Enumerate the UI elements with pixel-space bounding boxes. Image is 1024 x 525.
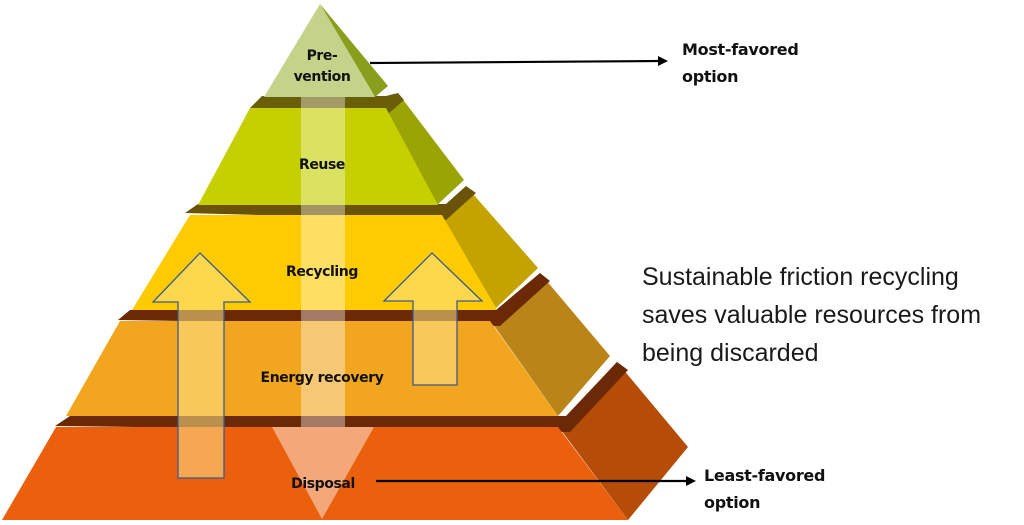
layer-prevention-front bbox=[264, 4, 375, 97]
layer-prevention bbox=[264, 4, 388, 97]
caption-line-3: being discarded bbox=[642, 339, 819, 367]
layer-reuse bbox=[198, 93, 464, 205]
label-reuse: Reuse bbox=[299, 157, 345, 173]
layer-prevention-side bbox=[320, 4, 388, 97]
caption-line-2: saves valuable resources from bbox=[642, 301, 981, 329]
least-favored-arrowhead-icon bbox=[686, 476, 696, 486]
least-favored-label-line-2: option bbox=[704, 493, 760, 512]
pointer-arrows bbox=[369, 56, 696, 486]
layer-reuse-front bbox=[198, 108, 438, 205]
label-disposal: Disposal bbox=[291, 476, 355, 492]
label-prevention-line-1: Pre- bbox=[307, 48, 338, 64]
layer-reuse-side bbox=[384, 93, 464, 205]
right-up-arrow bbox=[382, 252, 484, 386]
layer-energy-recovery-side bbox=[490, 273, 610, 416]
downward-flow-indicator bbox=[272, 97, 374, 519]
side-annotations: Most-favored option Least-favored option bbox=[682, 40, 825, 512]
level-labels: Pre- vention Reuse Recycling Energy reco… bbox=[261, 48, 385, 492]
layer-recycling-side bbox=[440, 186, 538, 308]
label-prevention-line-2: vention bbox=[294, 69, 351, 85]
down-arrow-head bbox=[272, 427, 374, 519]
label-energy-recovery: Energy recovery bbox=[261, 370, 384, 386]
caption-line-1: Sustainable friction recycling bbox=[642, 263, 959, 291]
label-recycling: Recycling bbox=[286, 264, 358, 280]
layer-disposal-seam bbox=[55, 362, 628, 432]
caption: Sustainable friction recycling saves val… bbox=[642, 263, 981, 367]
center-band bbox=[301, 97, 345, 427]
left-up-arrow bbox=[151, 252, 252, 479]
most-favored-label-line-1: Most-favored bbox=[682, 40, 799, 59]
layer-recycling-seam bbox=[185, 186, 476, 220]
most-favored-label-line-2: option bbox=[682, 67, 738, 86]
least-favored-label-line-1: Least-favored bbox=[704, 466, 825, 485]
most-favored-pointer-line bbox=[369, 59, 661, 65]
right-up-arrow-shape bbox=[382, 252, 484, 386]
layer-disposal-front bbox=[2, 427, 628, 520]
left-up-arrow-shape bbox=[151, 252, 252, 479]
most-favored-arrowhead-icon bbox=[658, 56, 668, 66]
